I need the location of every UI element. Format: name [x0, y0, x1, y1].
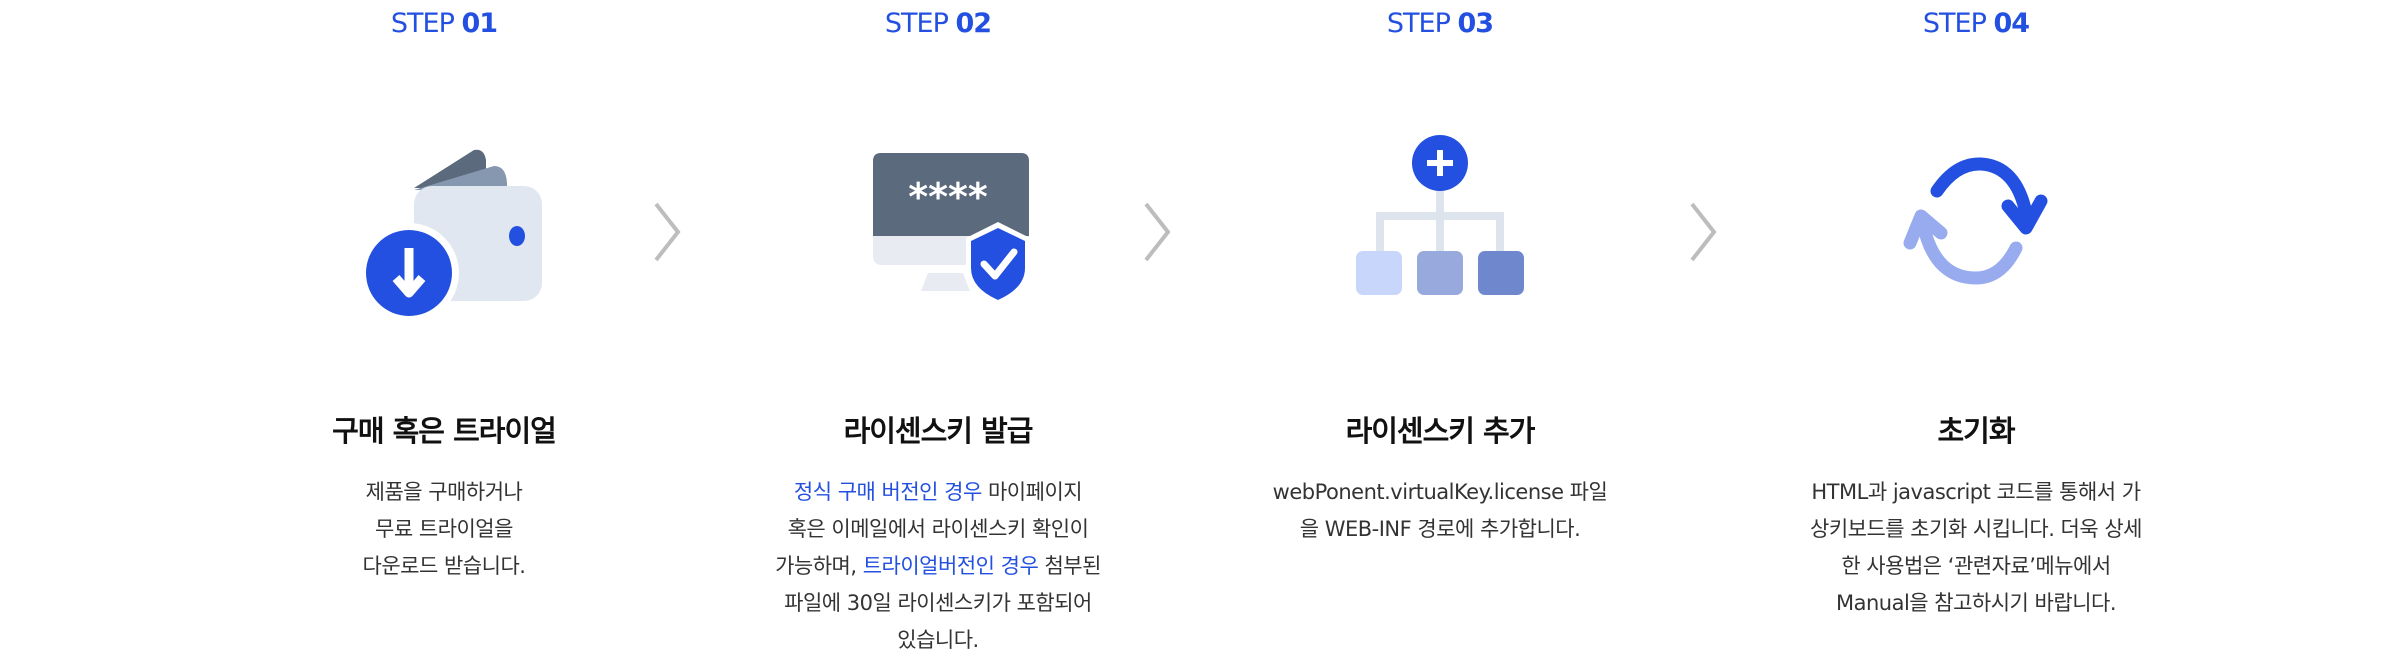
step-title: 라이센스키 발급: [843, 414, 1034, 448]
step-description: HTML과 javascript 코드를 통해서 가 상키보드를 초기화 시킵니…: [1696, 474, 2256, 622]
monitor-password-shield-icon: ****: [873, 153, 1030, 306]
desc-text: 가능하며,: [775, 554, 863, 578]
desc-line: 제품을 구매하거나: [365, 480, 523, 504]
add-tree-icon: [1356, 135, 1524, 295]
desc-line: 정식 구매 버전인 경우 마이페이지: [658, 474, 1218, 511]
desc-line: HTML과 javascript 코드를 통해서 가: [1811, 480, 2141, 504]
desc-line: 있습니다.: [897, 628, 979, 652]
step-title: 초기화: [1937, 414, 2015, 448]
step-title: 구매 혹은 트라이얼: [332, 414, 557, 448]
highlight-text: 트라이얼버전인 경우: [862, 554, 1039, 578]
step-label: STEP 03: [1386, 8, 1494, 39]
desc-line: 다운로드 받습니다.: [362, 554, 526, 578]
step-description: 정식 구매 버전인 경우 마이페이지 혹은 이메일에서 라이센스키 확인이 가능…: [658, 474, 1218, 659]
desc-line: Manual을 참고하시기 바랍니다.: [1835, 591, 2117, 615]
step-description: webPonent.virtualKey.license 파일 을 WEB-IN…: [1160, 474, 1720, 548]
desc-text: 첨부된: [1038, 554, 1101, 578]
desc-line: 상키보드를 초기화 시킵니다. 더욱 상세: [1810, 517, 2143, 541]
highlight-text: 정식 구매 버전인 경우: [793, 480, 982, 504]
desc-line: 무료 트라이얼을: [375, 517, 513, 541]
step-description: 제품을 구매하거나 무료 트라이얼을 다운로드 받습니다.: [164, 474, 724, 585]
desc-line: 파일에 30일 라이센스키가 포함되어: [784, 591, 1092, 615]
chevron-right-icon: [654, 202, 681, 262]
chevron-right-icon: [1144, 202, 1171, 262]
desc-line: 한 사용법은 ‘관련자료’메뉴에서: [1841, 554, 2111, 578]
step-label: STEP 04: [1922, 8, 2030, 39]
desc-line: webPonent.virtualKey.license 파일: [1272, 480, 1608, 504]
step-label: STEP 01: [390, 8, 498, 39]
desc-line: 혹은 이메일에서 라이센스키 확인이: [787, 517, 1089, 541]
step-title: 라이센스키 추가: [1345, 414, 1536, 448]
refresh-icon: [1903, 157, 2048, 285]
chevron-right-icon: [1690, 202, 1717, 262]
desc-line: 가능하며, 트라이얼버전인 경우 첨부된: [658, 548, 1218, 585]
desc-line: 을 WEB-INF 경로에 추가합니다.: [1299, 517, 1581, 541]
desc-text: 마이페이지: [981, 480, 1083, 504]
step-label: STEP 02: [884, 8, 992, 39]
svg-text:****: ****: [908, 175, 988, 219]
wallet-download-icon: [359, 149, 542, 323]
